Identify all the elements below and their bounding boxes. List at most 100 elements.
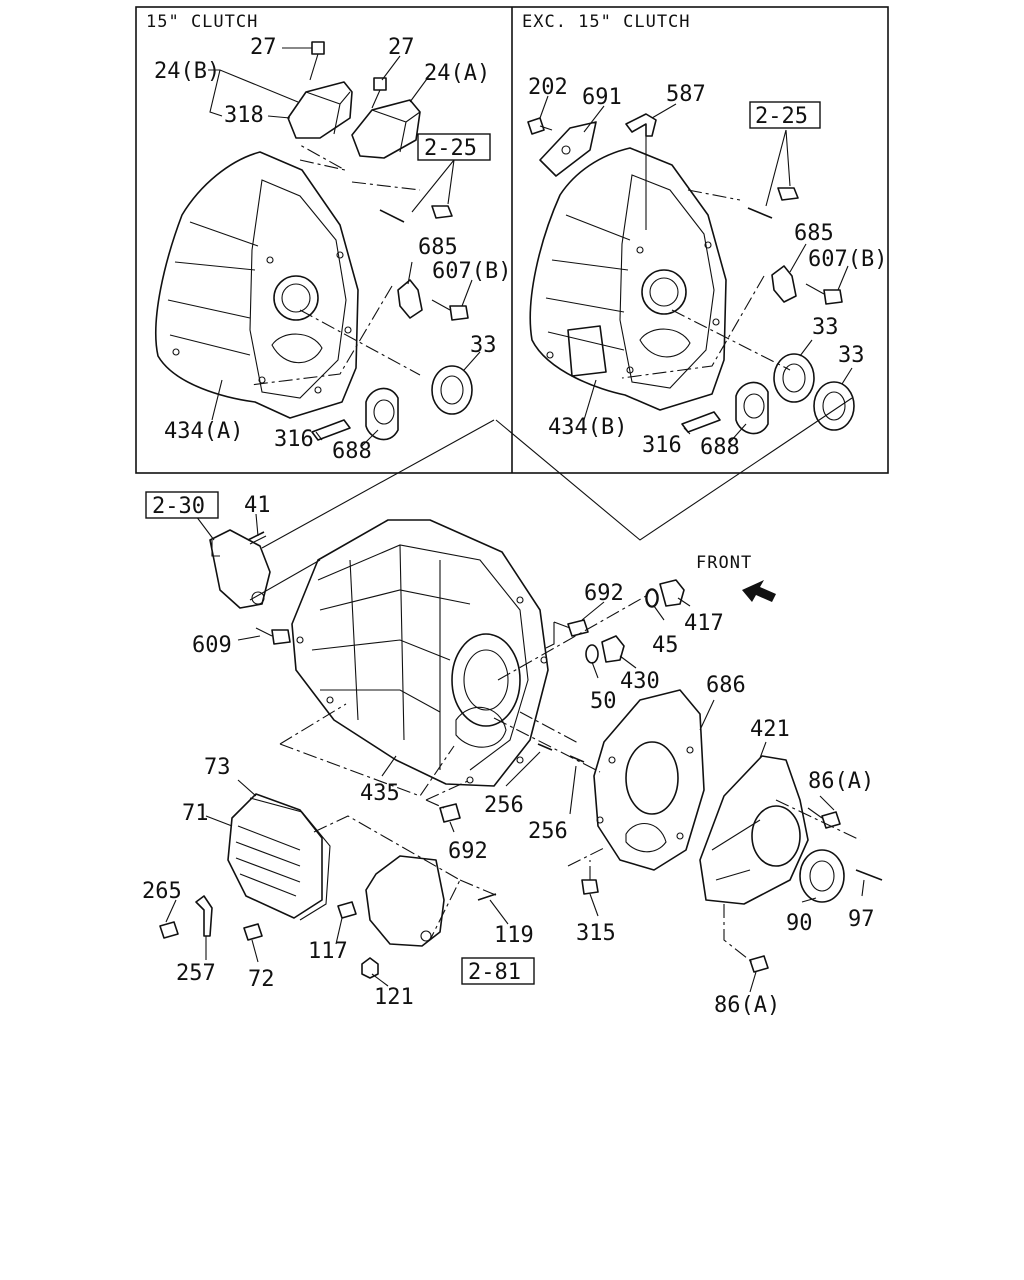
label-607b-left: 607(B) [432, 259, 511, 284]
bracket-2-30 [209, 529, 271, 609]
label-417: 417 [684, 611, 724, 636]
plate-316-right [681, 411, 721, 433]
clutch-housing-434b [529, 147, 727, 411]
oil-seal-90 [799, 849, 845, 903]
ref-box-2-30[interactable] [145, 491, 219, 519]
right-panel-header: EXC. 15" CLUTCH [522, 12, 691, 32]
dowel-692-lower [439, 803, 461, 823]
dowel-256-b [569, 755, 585, 763]
label-117: 117 [308, 939, 348, 964]
label-421: 421 [750, 717, 790, 742]
cover-24b [287, 81, 353, 139]
nut-121 [361, 957, 379, 979]
ref-box-2-81[interactable] [461, 957, 535, 985]
label-685-right: 685 [794, 221, 834, 246]
main-case-435 [291, 519, 549, 787]
label-257: 257 [176, 961, 216, 986]
bolt-607b-right [805, 283, 843, 305]
cover-2-81 [365, 855, 445, 947]
bolt-202 [527, 117, 553, 135]
clutch-housing-434a [155, 151, 359, 419]
bolt-72 [243, 923, 263, 941]
label-434a: 434(A) [164, 419, 243, 444]
label-607b-right: 607(B) [808, 247, 887, 272]
label-430: 430 [620, 669, 660, 694]
label-86a-top: 86(A) [808, 769, 874, 794]
dowel-256-a [537, 743, 553, 751]
ref-2-25-right-label[interactable]: 2-25 [755, 104, 808, 129]
seal-33-right-a [773, 353, 815, 403]
label-41: 41 [244, 493, 271, 518]
label-692-upper: 692 [584, 581, 624, 606]
bolt-265 [159, 921, 179, 939]
bolt-607b-left [431, 299, 469, 321]
label-119: 119 [494, 923, 534, 948]
seal-33-left [431, 365, 473, 415]
label-72: 72 [248, 967, 275, 992]
bearing-688-right [735, 381, 769, 435]
label-45: 45 [652, 633, 679, 658]
plate-316-left [311, 419, 351, 441]
bolt-86a-top [807, 807, 841, 829]
label-688-left: 688 [332, 439, 372, 464]
bracket-685-left [397, 279, 423, 319]
stud-97 [855, 869, 883, 881]
label-71: 71 [182, 801, 209, 826]
adapter-plate-686 [593, 689, 705, 871]
label-27-a: 27 [250, 35, 277, 60]
label-435: 435 [360, 781, 400, 806]
label-316-left: 316 [274, 427, 314, 452]
bracket-685-right [771, 265, 797, 303]
front-arrow-icon [742, 580, 776, 602]
bolt-27a [309, 41, 325, 81]
label-121: 121 [374, 985, 414, 1010]
label-691: 691 [582, 85, 622, 110]
bolt-609 [255, 627, 291, 645]
bolt-27b [371, 77, 387, 109]
ref-2-81-label[interactable]: 2-81 [468, 960, 521, 985]
extension-421 [699, 755, 809, 905]
label-692-lower: 692 [448, 839, 488, 864]
pto-cover-71 [227, 793, 323, 919]
bolt-41 [247, 531, 267, 545]
plug-430 [601, 635, 625, 663]
label-609: 609 [192, 633, 232, 658]
cover-24a [351, 99, 421, 159]
bolt-119 [477, 893, 497, 901]
dowel-pins-left [379, 205, 453, 223]
gasket-45 [645, 588, 659, 608]
seal-33-right-b [813, 381, 855, 431]
label-265: 265 [142, 879, 182, 904]
fitting-587 [625, 113, 657, 230]
label-50: 50 [590, 689, 617, 714]
label-688-right: 688 [700, 435, 740, 460]
ref-2-25-left-label[interactable]: 2-25 [424, 136, 477, 161]
label-24a: 24(A) [424, 61, 490, 86]
label-86a-bottom: 86(A) [714, 993, 780, 1018]
label-315: 315 [576, 921, 616, 946]
label-33-left: 33 [470, 333, 497, 358]
ref-2-30-label[interactable]: 2-30 [152, 494, 205, 519]
label-256-b: 256 [528, 819, 568, 844]
gasket-73 [249, 797, 331, 921]
bolt-86a-bottom [749, 955, 769, 973]
ref-box-2-25-right[interactable] [749, 101, 821, 129]
front-label: FRONT [696, 553, 752, 573]
ref-box-2-25-left[interactable] [417, 133, 491, 161]
label-316-right: 316 [642, 433, 682, 458]
label-33-right-b: 33 [838, 343, 865, 368]
bolt-117 [337, 901, 357, 919]
label-24b: 24(B) [154, 59, 220, 84]
label-685-left: 685 [418, 235, 458, 260]
bolt-315 [581, 879, 599, 895]
label-587: 587 [666, 82, 706, 107]
dowel-692-upper [567, 619, 589, 637]
label-256-a: 256 [484, 793, 524, 818]
dowel-pins-right [747, 187, 799, 219]
label-73: 73 [204, 755, 231, 780]
label-318: 318 [224, 103, 264, 128]
left-panel-header: 15" CLUTCH [146, 12, 258, 32]
label-97: 97 [848, 907, 875, 932]
label-202: 202 [528, 75, 568, 100]
